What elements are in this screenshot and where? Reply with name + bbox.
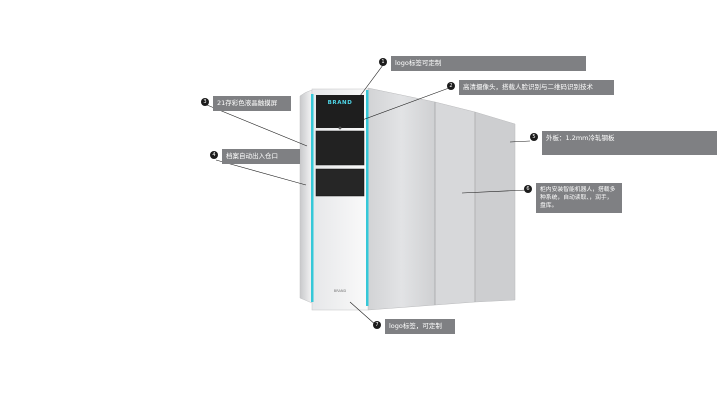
callout-camera: 2 高清摄像头，搭载人脸识别与二维码识别技术 [447,80,614,95]
callout-text: logo标签，可定制 [385,319,455,334]
left-light-strip [311,94,314,302]
callout-text: 外板：1.2mm冷轧钢板 [542,131,717,155]
bottom-logo: BRAND [333,289,347,293]
callout-text: 档案自动出入仓口 [222,149,300,164]
callout-number: 7 [373,321,381,329]
callout-archive-port: 4 档案自动出入仓口 [210,149,300,164]
cabinet-left-edge [299,89,313,304]
callout-text: 高清摄像头，搭载人脸识别与二维码识别技术 [459,80,614,95]
callout-robot: 6 柜内安装智能机器人，搭载多种系统，自动读取、，润手，盘库。 [524,183,622,213]
callout-text: logo标签可定制 [391,56,586,71]
callout-touch-screen: 3 21存彩色液晶触摸屏 [201,96,291,111]
callout-outer-panel: 5 外板：1.2mm冷轧钢板 [530,131,717,155]
callout-number: 6 [524,185,532,193]
callout-number: 1 [379,58,387,66]
cabinet-side-panels [367,87,516,311]
brand-logo: BRAND [327,100,353,106]
callout-number: 2 [447,82,455,90]
right-light-strip [366,90,369,306]
callout-logo-tag: 7 logo标签，可定制 [373,319,455,334]
callout-leader-lines [206,64,531,327]
callout-logo-label: 1 logo标签可定制 [379,56,586,71]
callout-number: 4 [210,151,218,159]
callout-text: 柜内安装智能机器人，搭载多种系统，自动读取、，润手，盘库。 [536,183,622,213]
callout-number: 3 [201,98,209,106]
callout-number: 5 [530,133,538,141]
archive-port[interactable] [315,168,365,197]
camera-lens [338,126,342,130]
touch-screen[interactable] [315,130,365,166]
callout-text: 21存彩色液晶触摸屏 [213,96,291,111]
